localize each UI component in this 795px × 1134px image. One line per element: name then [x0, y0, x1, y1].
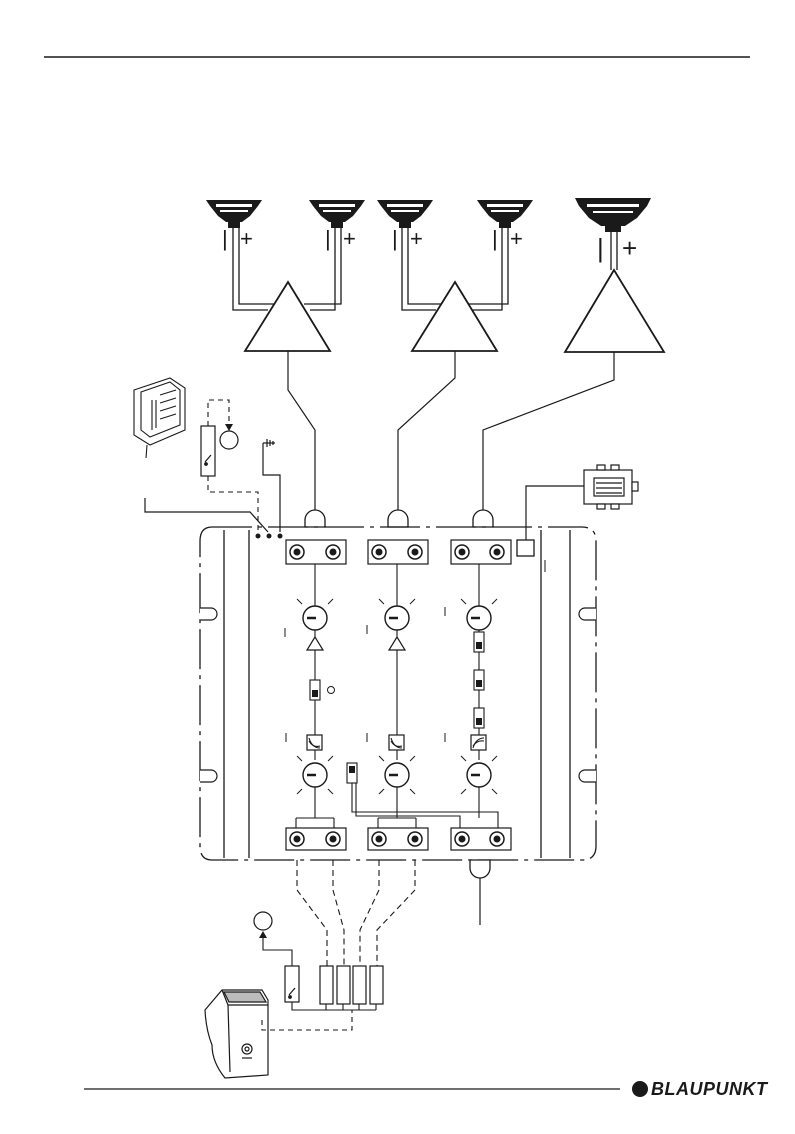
mounting-tabs: [200, 608, 596, 782]
speaker-1-pos: +: [240, 226, 253, 251]
filter-icons: [307, 735, 486, 750]
speaker-1-neg: |: [222, 226, 228, 251]
amplifier-triangle-sub: [565, 270, 664, 352]
remote-connector: [517, 540, 534, 556]
brand-logo: BLAUPUNKT: [651, 1079, 769, 1099]
input-bus: [296, 783, 498, 828]
fuse-holder-top: [201, 426, 215, 476]
speaker-4: [477, 200, 533, 228]
source-device: [205, 990, 268, 1078]
adapter-blocks: [320, 966, 383, 1004]
signal-lines: [288, 351, 614, 512]
led-indicator: [328, 687, 335, 694]
subwoofer-neg: |: [597, 233, 604, 263]
speaker-4-pos: +: [510, 226, 523, 251]
speaker-1: [206, 200, 262, 228]
terminal-dots: [256, 534, 283, 539]
arrow-to-lamp-bottom: [259, 931, 267, 938]
speaker-3-pos: +: [410, 226, 423, 251]
source-cable-dashed: [262, 1010, 352, 1030]
speaker-1-polarity: | +: [222, 226, 253, 251]
ground-symbol: [263, 439, 280, 532]
head-unit-radio: [134, 378, 185, 458]
subwoofer-pos: +: [622, 233, 637, 263]
lamp-wire-bottom: [263, 938, 292, 966]
remote-cable: [526, 486, 584, 540]
arrow-to-lamp: [225, 424, 233, 431]
indicator-lamp-top: [220, 431, 238, 449]
speaker-2-neg: |: [325, 226, 331, 251]
input-jacks: [286, 828, 511, 850]
subwoofer-speaker: [575, 198, 651, 232]
speaker-2: [309, 200, 365, 228]
channel-triangles: [307, 637, 405, 650]
speaker-2-pos: +: [343, 226, 356, 251]
amplifier-triangle-front: [245, 282, 330, 351]
fuse-holder-bottom: [285, 966, 299, 1002]
link-plug-bottom: [470, 860, 490, 878]
speaker-3: [377, 200, 433, 228]
indicator-lamp-bottom: [254, 912, 272, 930]
remote-module: [584, 465, 638, 509]
channel-lines: [315, 564, 479, 760]
channel-tick-marks: [285, 560, 545, 742]
output-jacks: [286, 540, 511, 564]
rca-plugs-top: [305, 510, 493, 527]
speaker-3-neg: |: [392, 226, 398, 251]
speaker-4-neg: |: [492, 226, 498, 251]
amplifier-housing: [200, 527, 596, 860]
brand-logo-dot: [632, 1081, 648, 1097]
amplifier-triangle-rear: [412, 282, 497, 351]
rca-cables-dashed: [297, 860, 415, 966]
